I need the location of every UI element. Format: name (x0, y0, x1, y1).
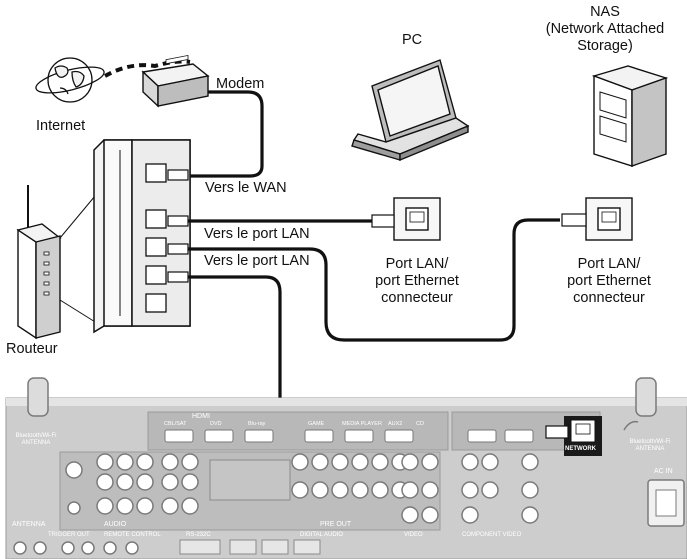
pc-port-line1: Port LAN/ (385, 256, 449, 272)
router-rear-panel (93, 139, 191, 334)
to-wan-label: Vers le WAN (205, 180, 287, 196)
lan-jack-icon (145, 237, 167, 257)
trigger-out-label: TRIGGER OUT (48, 532, 90, 538)
modem-icon (141, 54, 210, 108)
ethernet-plug-icon (561, 213, 587, 227)
remote-control-label: REMOTE CONTROL (104, 532, 161, 538)
to-lan-label-1: Vers le port LAN (204, 226, 310, 242)
router-icon (16, 185, 62, 340)
hdmi-input-label: AUX2 (388, 421, 403, 427)
receiver-rear-panel (5, 377, 687, 559)
internet-label: Internet (36, 118, 86, 134)
modem-label: Modem (216, 76, 265, 92)
pc-port-line2: port Ethernet (375, 273, 459, 289)
receiver-network-jack (564, 416, 602, 456)
laptop-icon (351, 59, 470, 162)
hdmi-input-label: CBL/SAT (164, 421, 187, 427)
ethernet-plug-icon (545, 425, 569, 439)
nas-label-line2: (Network Attached (545, 21, 665, 37)
hdmi-input-label: DVD (210, 421, 222, 427)
nas-port-label: Port LAN/ port Ethernet connecteur (550, 256, 668, 307)
network-jack-label: NETWORK (565, 446, 596, 452)
antenna-icon (27, 377, 49, 417)
video-label: VIDEO (404, 532, 423, 538)
ethernet-plug-icon (371, 214, 395, 228)
nas-port-line1: Port LAN/ (577, 256, 641, 272)
pc-port-line3: connecteur (381, 290, 453, 306)
hdmi-label: HDMI (192, 413, 210, 420)
nas-port-line3: connecteur (573, 290, 645, 306)
nas-label-line1: NAS (590, 4, 620, 20)
hdmi-input-labels: CBL/SAT DVD Blu-ray GAME MEDIA PLAYER AU… (160, 421, 430, 430)
nas-icon (591, 65, 669, 167)
nas-label: NAS (Network Attached Storage) (534, 4, 676, 55)
to-lan-label-2: Vers le port LAN (204, 253, 310, 269)
pre-out-label: PRE OUT (320, 521, 352, 528)
hdmi-input-label: MEDIA PLAYER (342, 421, 382, 427)
bt-antenna-left-label: Bluetooth/Wi-Fi ANTENNA (15, 433, 57, 446)
audio-label: AUDIO (104, 521, 127, 528)
digital-audio-label: DIGITAL AUDIO (300, 532, 344, 538)
lan-jack-icon (145, 265, 167, 285)
globe-icon (35, 57, 105, 103)
pc-lan-port (393, 197, 441, 241)
nas-lan-port (585, 197, 633, 241)
hdmi-input-label: GAME (308, 421, 325, 427)
hdmi-input-label: Blu-ray (248, 421, 266, 427)
bt-antenna-right-label: Bluetooth/Wi-Fi ANTENNA (629, 439, 671, 452)
cable-modem-to-wan (186, 90, 264, 178)
pc-label: PC (402, 32, 423, 48)
internet-link-dashed (104, 59, 191, 78)
nas-port-line2: port Ethernet (567, 273, 651, 289)
hdmi-input-label: CD (416, 421, 424, 427)
component-video-label: COMPONENT VIDEO (462, 532, 522, 538)
router-lan-jacks (145, 163, 167, 313)
antenna-icon (623, 377, 657, 431)
rs232c-label: RS-232C (186, 532, 211, 538)
lan-jack-icon (145, 209, 167, 229)
lan-jack-icon (145, 163, 167, 183)
cable-router-to-nas (188, 218, 560, 342)
router-label: Routeur (6, 341, 58, 357)
pc-port-label: Port LAN/ port Ethernet connecteur (358, 256, 476, 307)
nas-label-line3: Storage) (577, 38, 633, 54)
antenna-label: ANTENNA (12, 521, 46, 528)
lan-jack-icon (145, 293, 167, 313)
ac-in-label: AC IN (654, 468, 673, 475)
